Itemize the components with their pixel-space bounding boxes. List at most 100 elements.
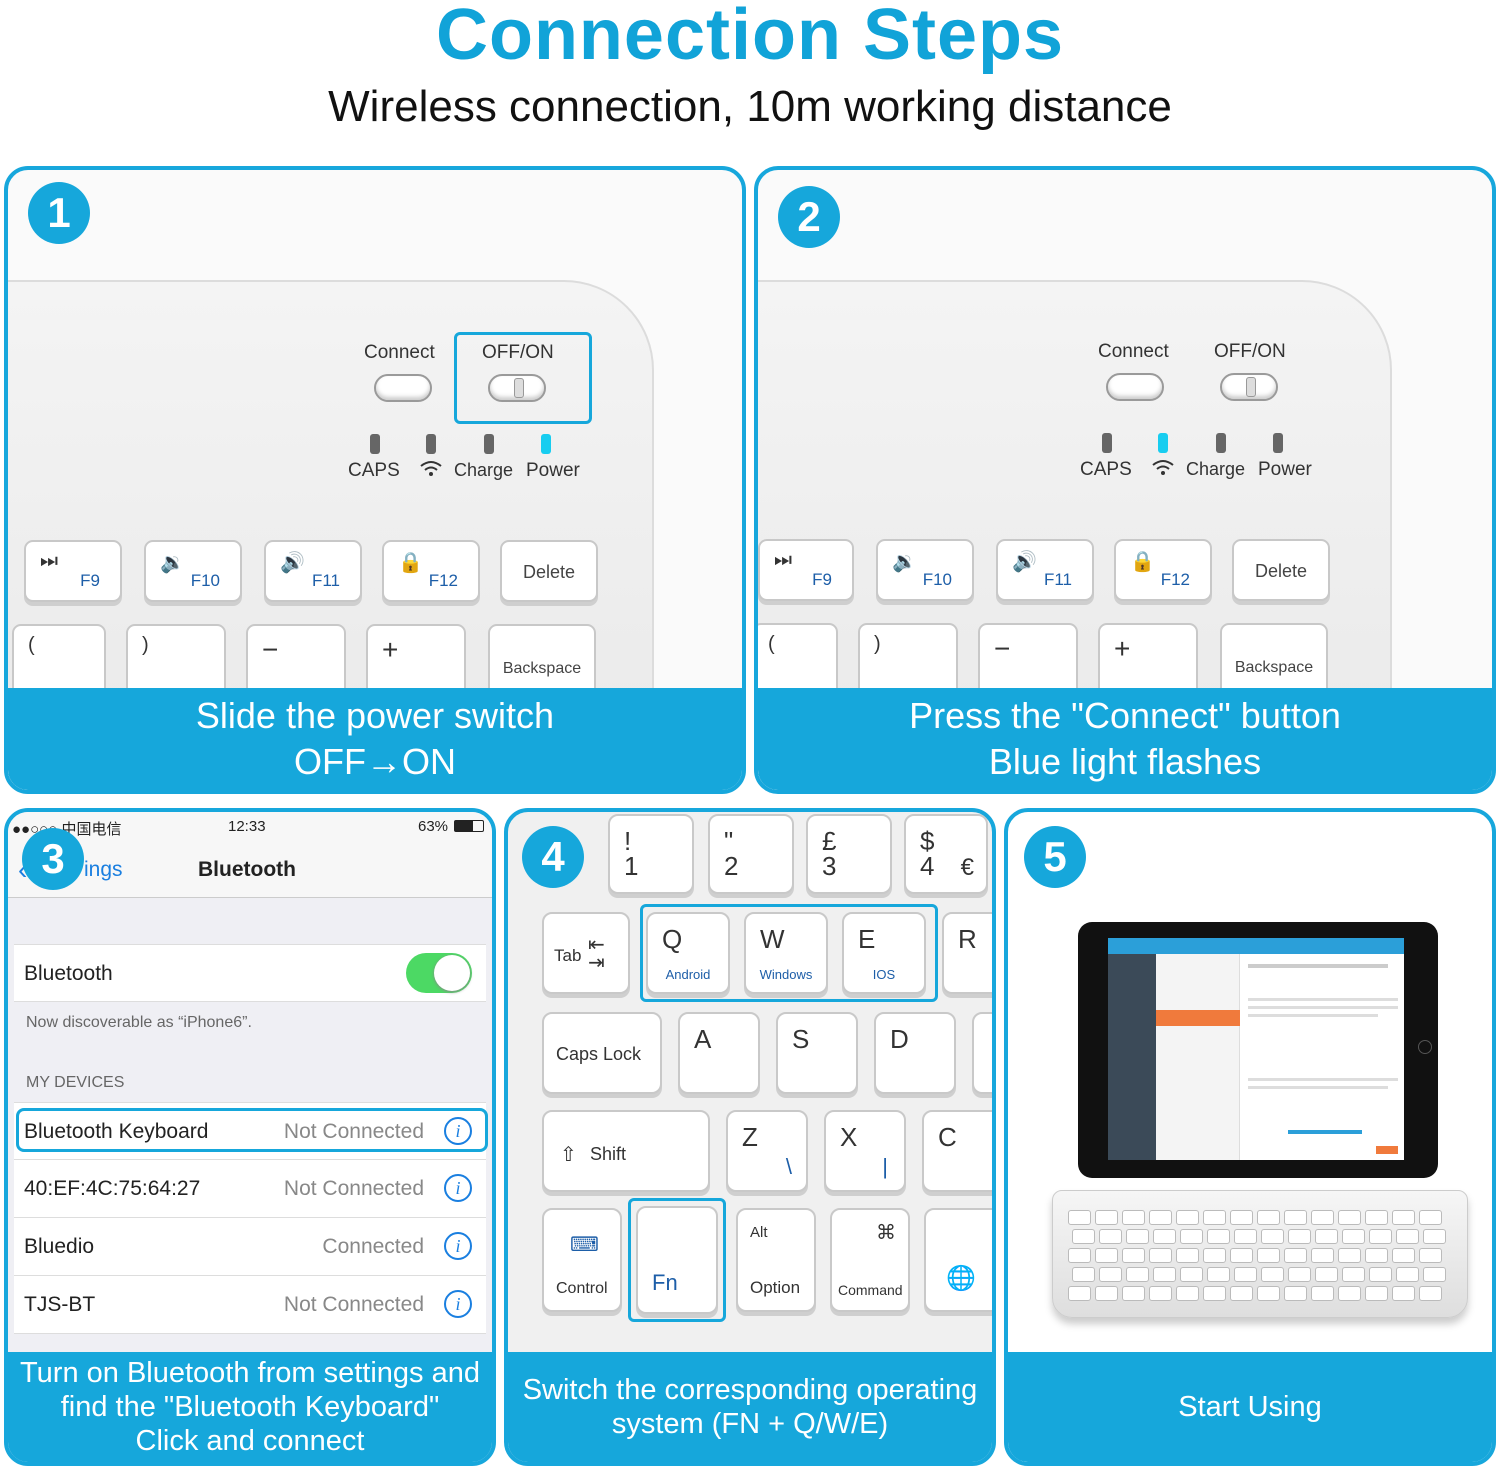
key-f10[interactable]: 🔉F10 [876, 539, 974, 601]
step-3-caption: Turn on Bluetooth from settings and find… [8, 1352, 492, 1462]
device-row[interactable]: TJS-BT Not Connected i [14, 1276, 486, 1334]
key-f9[interactable]: ⏭F9 [758, 539, 854, 601]
mini-key [1207, 1229, 1230, 1244]
mini-key [1315, 1229, 1338, 1244]
key-r[interactable]: R [942, 912, 992, 994]
connect-label: Connect [1098, 341, 1169, 362]
key-shift[interactable]: ⇧Shift [542, 1110, 710, 1192]
info-icon[interactable]: i [444, 1290, 472, 1318]
key-globe[interactable]: 🌐 [924, 1208, 992, 1312]
mini-key [1311, 1248, 1334, 1263]
power-switch[interactable] [1220, 373, 1278, 401]
key-s[interactable]: S [776, 1012, 858, 1094]
key-f11[interactable]: 🔊F11 [264, 540, 362, 602]
step-2-badge: 2 [778, 186, 840, 248]
key-z[interactable]: Z\ [726, 1110, 808, 1192]
step-2-caption: Press the "Connect" button Blue light fl… [758, 688, 1492, 790]
mini-key [1257, 1248, 1280, 1263]
mini-key [1095, 1248, 1118, 1263]
key-caps-lock[interactable]: Caps Lock [542, 1012, 662, 1094]
power-label: OFF/ON [1214, 341, 1286, 362]
key-d[interactable]: D [874, 1012, 956, 1094]
bluetooth-led [1158, 433, 1168, 453]
info-icon[interactable]: i [444, 1174, 472, 1202]
key-a[interactable]: A [678, 1012, 760, 1094]
mini-key [1419, 1286, 1442, 1301]
mini-key [1392, 1210, 1415, 1225]
globe-icon: 🌐 [946, 1265, 976, 1292]
charge-led [1216, 433, 1226, 453]
caps-indicator-label: CAPS [348, 460, 400, 481]
tab-arrows-icon: ⇤⇥ [588, 934, 605, 974]
home-button [1418, 1040, 1432, 1054]
step-5-caption: Start Using [1008, 1352, 1492, 1462]
power-switch-highlight [454, 332, 592, 424]
bluetooth-keyboard-highlight [16, 1108, 488, 1152]
page-title: Connection Steps [435, 0, 1065, 75]
key-delete[interactable]: Delete [500, 540, 598, 602]
key-4[interactable]: $4€ [904, 814, 988, 894]
key-x[interactable]: X| [824, 1110, 906, 1192]
info-icon[interactable]: i [444, 1232, 472, 1260]
key-f12[interactable]: 🔒F12 [1114, 539, 1212, 601]
caps-led [370, 434, 380, 454]
back-button[interactable]: ings [84, 858, 123, 881]
key-f10[interactable]: 🔉F10 [144, 540, 242, 602]
mini-key [1392, 1248, 1415, 1263]
mini-key [1180, 1267, 1203, 1282]
key-1[interactable]: !1 [608, 814, 694, 894]
mini-key [1365, 1210, 1388, 1225]
power-led [1273, 433, 1283, 453]
tablet-screen [1108, 938, 1404, 1160]
mini-key [1338, 1210, 1361, 1225]
mini-key [1257, 1210, 1280, 1225]
connect-button[interactable] [374, 374, 432, 402]
keyboard-keys [1068, 1210, 1458, 1310]
key-c[interactable]: C [922, 1110, 992, 1192]
mini-key [1068, 1210, 1091, 1225]
connect-button[interactable] [1106, 373, 1164, 401]
caps-led [1102, 433, 1112, 453]
keyboard-icon: ⌨ [570, 1234, 599, 1256]
status-bar: ●●○○○ 中国电信 12:33 63% [8, 812, 492, 842]
key-tab[interactable]: Tab⇤⇥ [542, 912, 630, 994]
mini-key [1072, 1229, 1095, 1244]
device-row[interactable]: Bluedio Connected i [14, 1218, 486, 1276]
device-row[interactable]: 40:EF:4C:75:64:27 Not Connected i [14, 1160, 486, 1218]
mini-key [1369, 1229, 1392, 1244]
key-3[interactable]: £3 [806, 814, 892, 894]
mini-key [1122, 1210, 1145, 1225]
key-command[interactable]: ⌘Command [830, 1208, 910, 1312]
connect-label: Connect [364, 342, 435, 363]
mini-key [1311, 1210, 1334, 1225]
key-delete[interactable]: Delete [1232, 539, 1330, 601]
key-2[interactable]: "2 [708, 814, 794, 894]
key-f11[interactable]: 🔊F11 [996, 539, 1094, 601]
info-icon[interactable]: i [444, 1117, 472, 1145]
mini-key [1284, 1248, 1307, 1263]
mini-key [1365, 1248, 1388, 1263]
tablet-image [1078, 922, 1438, 1178]
mini-key [1176, 1286, 1199, 1301]
key-f12[interactable]: 🔒F12 [382, 540, 480, 602]
power-switch[interactable] [488, 374, 546, 402]
key-fn[interactable]: Fn [636, 1206, 718, 1314]
step-3-panel: 3 ●●○○○ 中国电信 12:33 63% ‹ ings Bluetooth … [4, 808, 496, 1466]
back-chevron-icon[interactable]: ‹ [18, 854, 28, 885]
mini-key [1338, 1286, 1361, 1301]
media-next-icon: ⏭ [774, 549, 792, 571]
key-f9[interactable]: ⏭F9 [24, 540, 122, 602]
mini-key [1149, 1248, 1172, 1263]
mini-key [1423, 1267, 1446, 1282]
caps-indicator-label: CAPS [1080, 459, 1132, 480]
bluetooth-toggle[interactable] [406, 953, 472, 993]
mini-key [1338, 1248, 1361, 1263]
mini-key [1288, 1267, 1311, 1282]
step-1-badge: 1 [28, 182, 90, 244]
key-control[interactable]: ⌨Control [542, 1208, 622, 1312]
key-f-partial[interactable] [972, 1012, 992, 1094]
